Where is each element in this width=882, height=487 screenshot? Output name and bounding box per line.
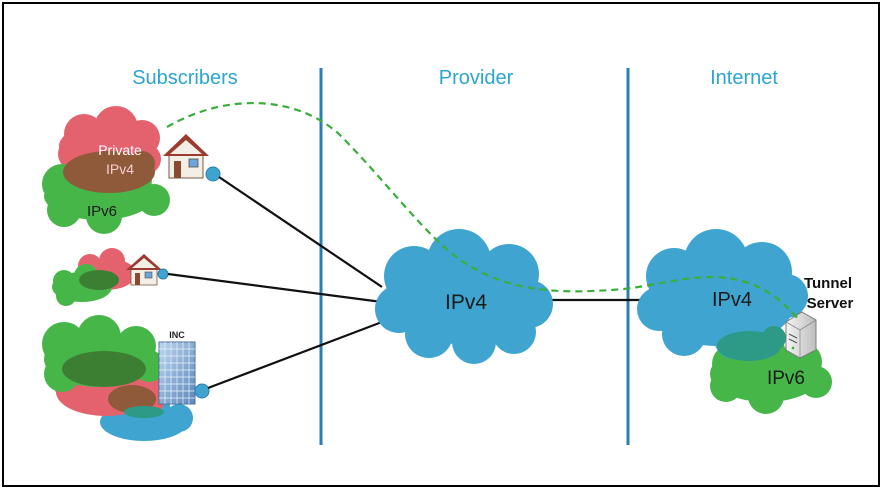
house-icon [163, 134, 209, 179]
subscriber-3-overlap-teal [124, 406, 164, 418]
subscriber-2-overlap [79, 270, 119, 290]
connection-port-icon [194, 383, 210, 399]
internet-ipv4-label: IPv4 [712, 289, 752, 311]
link-subscriber-2 [167, 272, 383, 304]
private-ipv4-label-line2: IPv4 [106, 161, 134, 177]
header-provider: Provider [439, 67, 514, 89]
header-internet: Internet [710, 67, 778, 89]
tunnel-server-label-line2: Server [807, 295, 854, 312]
building-sign: INC [169, 330, 185, 340]
internet-ipv4-cloud [637, 229, 808, 359]
tunnel-server-label-line1: Tunnel [804, 275, 852, 292]
provider-ipv4-label: IPv4 [445, 291, 487, 314]
internet-ipv6-label: IPv6 [767, 368, 805, 389]
connection-port-icon [157, 268, 169, 280]
server-icon [785, 311, 817, 359]
access-links [167, 176, 654, 390]
subscriber-ipv6-label: IPv6 [87, 203, 117, 220]
house-icon [126, 254, 162, 286]
provider-ipv4-cloud [375, 229, 553, 364]
ipv6-tunnel-path [166, 101, 800, 321]
link-subscriber-3 [207, 320, 383, 390]
subscriber-1-overlap [63, 151, 155, 193]
internet-overlap [717, 326, 786, 361]
header-subscribers: Subscribers [132, 67, 238, 89]
private-ipv4-label-line1: Private [98, 142, 142, 158]
building-icon [158, 341, 196, 405]
link-subscriber-1 [218, 176, 383, 288]
connection-port-icon [205, 166, 221, 182]
network-diagram: Subscribers Provider Internet Private IP… [42, 67, 854, 445]
subscriber-3-overlap-dark-green [62, 351, 146, 387]
